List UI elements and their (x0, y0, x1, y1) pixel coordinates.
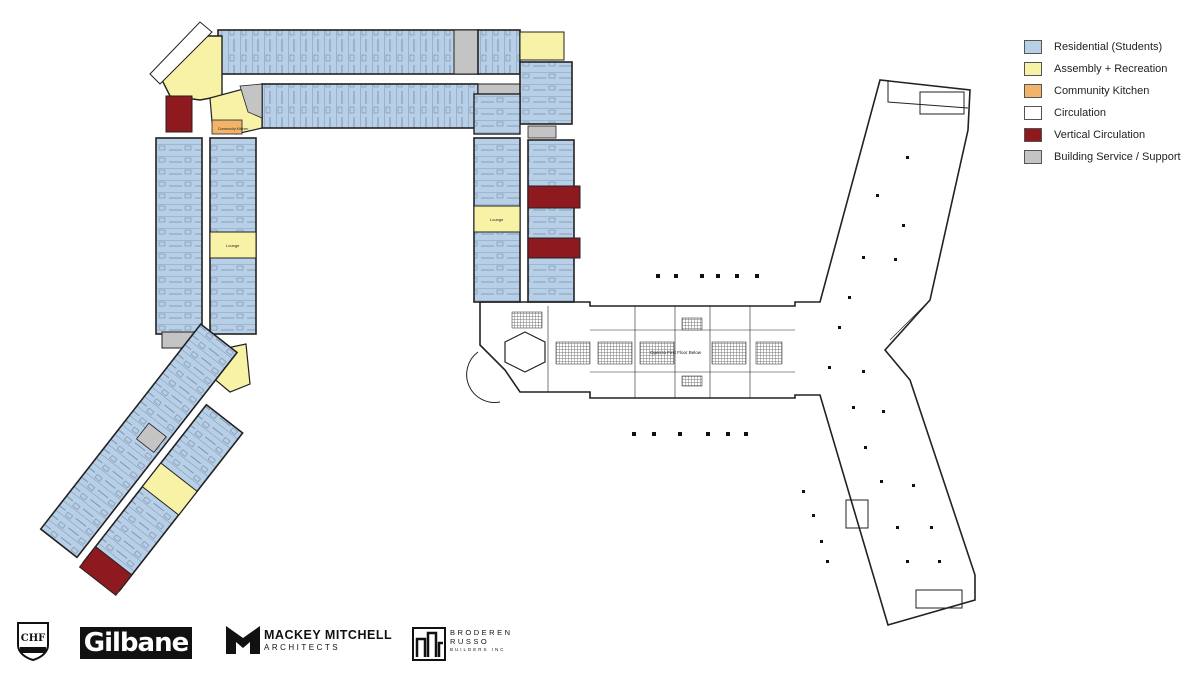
round-bay (466, 351, 501, 403)
legend-item-circulation: Circulation (1024, 102, 1181, 124)
gilbane-logo: Gilbane (80, 627, 192, 659)
legend-label-residential: Residential (Students) (1054, 41, 1163, 53)
legend: Residential (Students) Assembly + Recrea… (1024, 36, 1181, 168)
east-stair-north (527, 185, 581, 209)
southwest-support (135, 422, 167, 454)
legend-item-kitchen: Community Kitchen (1024, 80, 1181, 102)
legend-item-building-service: Building Service / Support (1024, 146, 1181, 168)
west-wing-rooms-outer (155, 137, 203, 335)
existing-building (466, 79, 976, 626)
existing-building-outline (479, 79, 976, 626)
legend-swatch-building-service (1024, 150, 1042, 164)
east-wing-lounge (473, 205, 521, 233)
legend-swatch-circulation (1024, 106, 1042, 120)
north-wing-rooms-top (217, 29, 479, 75)
broderen-line2: RUSSO (450, 636, 490, 646)
legend-label-vertical-circulation: Vertical Circulation (1054, 129, 1146, 141)
mackey-mitchell-logo: MACKEY MITCHELL ARCHITECTS (264, 628, 392, 652)
stacked-skylights (511, 311, 783, 387)
north-wing (217, 29, 573, 139)
broderen-russo-logo: BRODEREN RUSSO BUILDERS INC (450, 628, 513, 655)
east-wing-top-rooms (519, 61, 573, 125)
southwest-stair (78, 545, 133, 597)
northwest-entry-canopy (149, 21, 213, 85)
community-kitchen (211, 119, 243, 135)
east-wing-top-block (473, 93, 521, 135)
mackey-mitchell-sub: ARCHITECTS (264, 643, 341, 652)
southwest-lounge (141, 462, 198, 516)
east-lounge-text: Lounge (490, 217, 504, 222)
chf-logo-text: CHF (21, 633, 46, 644)
legend-label-kitchen: Community Kitchen (1054, 85, 1150, 97)
north-east-rooms (477, 29, 521, 75)
legend-swatch-kitchen (1024, 84, 1042, 98)
east-wing-rooms-inner (527, 139, 575, 303)
legend-item-residential: Residential (Students) (1024, 36, 1181, 58)
south-wing-stair (845, 499, 869, 529)
north-wing-rooms-bottom (261, 83, 479, 129)
north-support-room (453, 29, 479, 75)
southwest-wing (39, 323, 244, 597)
chf-crest-logo: CHF (17, 622, 49, 661)
structural-columns (632, 156, 941, 563)
west-wing-lounge (209, 231, 257, 259)
legend-label-assembly: Assembly + Recreation (1054, 63, 1168, 75)
east-support-room (527, 125, 557, 139)
mackey-mitchell-mark-icon (226, 626, 260, 654)
legend-swatch-residential (1024, 40, 1042, 54)
kitchen-text: Community Kitchen (218, 127, 248, 131)
open-below-label: Open to First Floor Below (650, 350, 702, 355)
octagon-room (504, 331, 546, 373)
broderen-russo-mark-icon (412, 627, 446, 661)
legend-item-vertical-circulation: Vertical Circulation (1024, 124, 1181, 146)
east-stair-south (527, 237, 581, 259)
west-wing: Lounge (155, 137, 257, 393)
broderen-line1: BRODEREN (450, 628, 513, 637)
legend-label-circulation: Circulation (1054, 107, 1106, 119)
north-east-lounge (519, 31, 565, 61)
broderen-sub: BUILDERS INC (450, 647, 506, 652)
legend-item-assembly: Assembly + Recreation (1024, 58, 1181, 80)
legend-swatch-assembly (1024, 62, 1042, 76)
mackey-mitchell-name: MACKEY MITCHELL (264, 628, 393, 642)
northwest-stair (165, 95, 193, 133)
northwest-corner: Community Kitchen (149, 21, 263, 135)
logo-strip: CHF Gilbane MACKEY MITCHELL ARCHITECTS B… (0, 615, 520, 670)
legend-label-building-service: Building Service / Support (1054, 151, 1181, 163)
west-lounge-text: Lounge (226, 243, 240, 248)
east-wing: Lounge (473, 93, 581, 303)
corner-support-room (239, 83, 263, 119)
legend-swatch-vertical-circulation (1024, 128, 1042, 142)
